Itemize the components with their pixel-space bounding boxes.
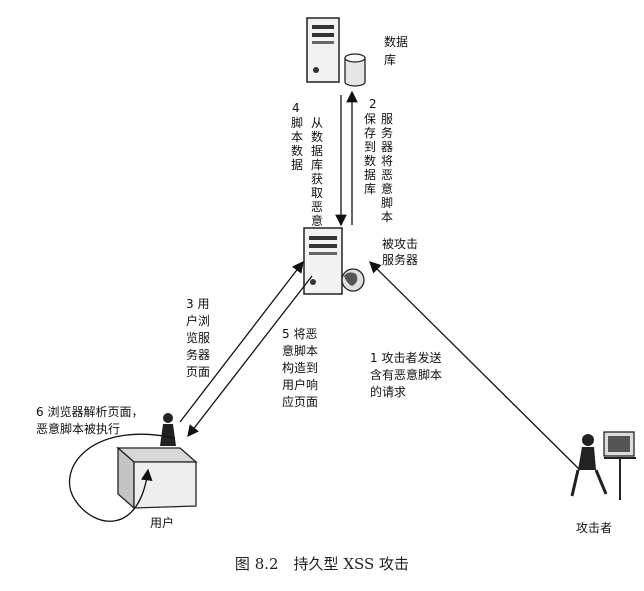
database-server-icon <box>306 17 366 87</box>
step4-number: 4 <box>292 101 300 115</box>
attacker-figure-icon <box>570 431 636 500</box>
step2-text-a: 服务器将恶意脚本 <box>380 112 393 224</box>
step4-text-b: 脚本数据 <box>290 116 303 172</box>
attack-request-arrow <box>369 261 581 471</box>
attacker-label: 攻击者 <box>576 521 613 535</box>
user-request-arrow <box>179 260 304 423</box>
attacked-server-label: 被攻击 服务器 <box>382 237 419 267</box>
server-response-arrow <box>187 275 313 438</box>
attacked-server-icon <box>303 227 365 295</box>
step5-label: 5 将恶 意脚本 构造到 用户响 应页面 <box>282 327 319 409</box>
step6-label: 6 浏览器解析页面， 恶意脚本被执行 <box>36 405 144 436</box>
execution-loop-arrow <box>69 433 176 522</box>
database-label: 数据 库 <box>384 35 409 67</box>
step1-label: 1 攻击者发送 含有恶意脚本 的请求 <box>370 351 443 399</box>
user-figure-icon <box>116 413 198 510</box>
figure-caption: 图 8.2 持久型 XSS 攻击 <box>234 555 410 573</box>
user-label: 用户 <box>150 516 175 530</box>
step2-text-b: 保存到数据库 <box>363 112 376 196</box>
step2-number: 2 <box>369 97 377 111</box>
db-server-arrows <box>335 90 358 227</box>
step4-text-a: 从数据库获取恶意 <box>310 116 323 228</box>
step3-label: 3 用 户浏 览服 务器 页面 <box>186 297 211 379</box>
